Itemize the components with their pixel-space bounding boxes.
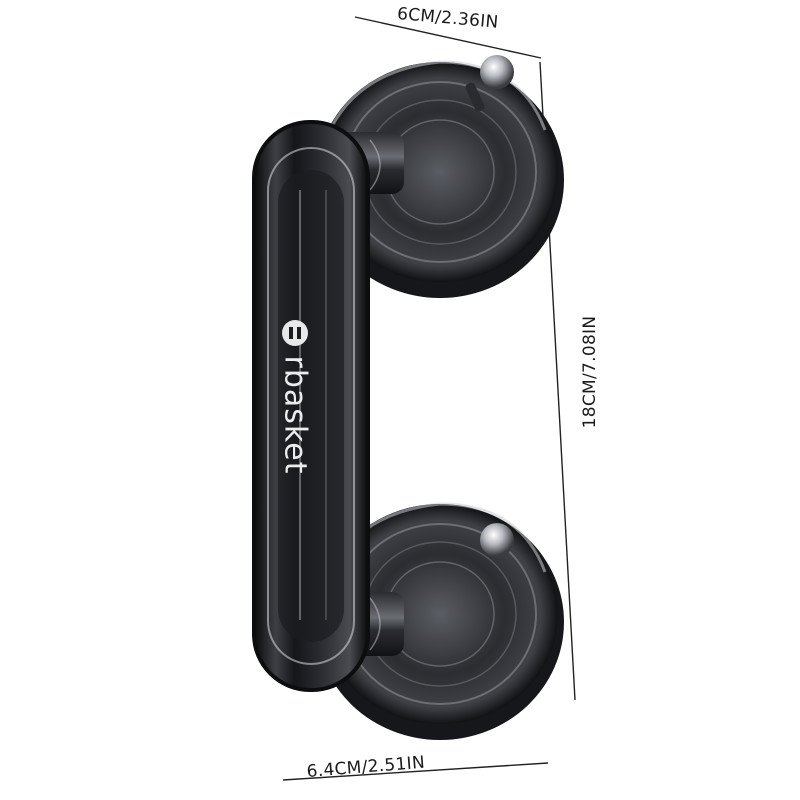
handle-bar <box>252 120 370 692</box>
bottom-dimension-line <box>282 762 549 781</box>
brand-logo-icon <box>282 320 308 346</box>
top-suction-cup <box>316 55 564 298</box>
bottom-lever-knob <box>480 523 514 557</box>
top-lever-knob <box>480 55 514 89</box>
top-dimension-line <box>354 16 542 59</box>
bottom-suction-cup <box>316 502 564 740</box>
brand-wordmark: rbasket <box>277 355 313 475</box>
height-label: 18CM/7.08IN <box>580 315 600 429</box>
